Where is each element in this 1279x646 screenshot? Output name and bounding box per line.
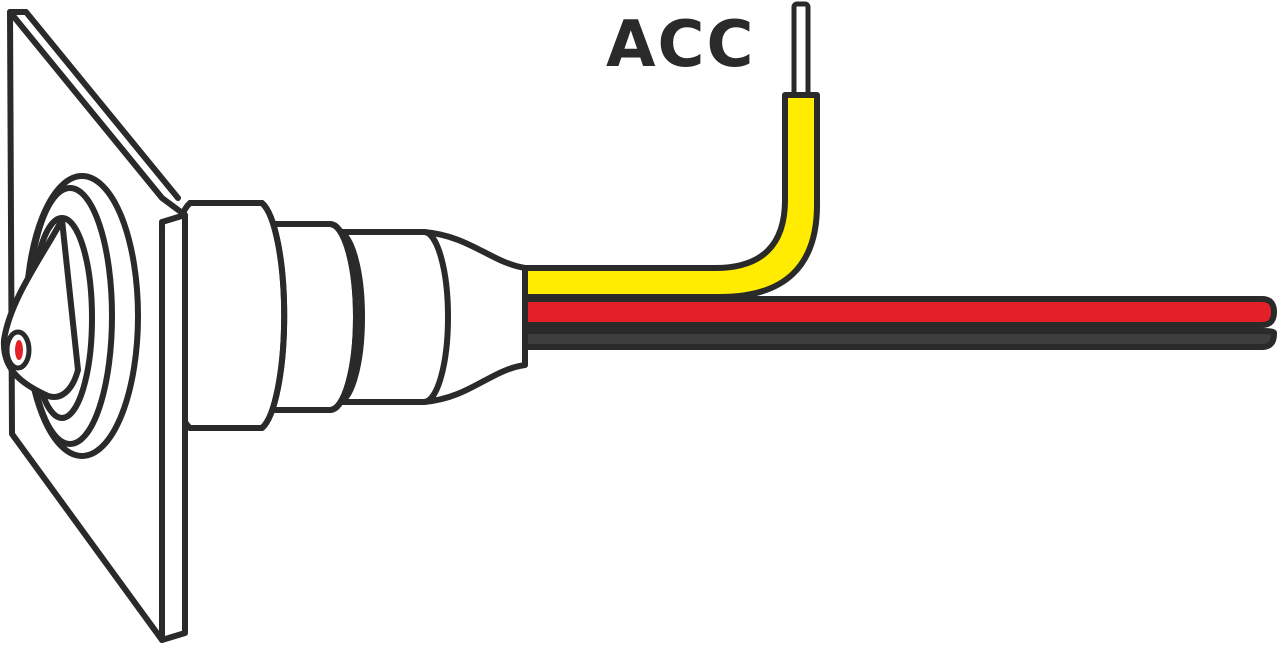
strain-relief-boot [421, 229, 528, 405]
acc-label: ACC [606, 8, 755, 82]
bare-wire-tip [791, 1, 811, 99]
red-wire [502, 296, 1277, 328]
led-indicator-dot [15, 340, 23, 360]
yellow-wire [502, 92, 820, 300]
black-wire [502, 328, 1277, 350]
